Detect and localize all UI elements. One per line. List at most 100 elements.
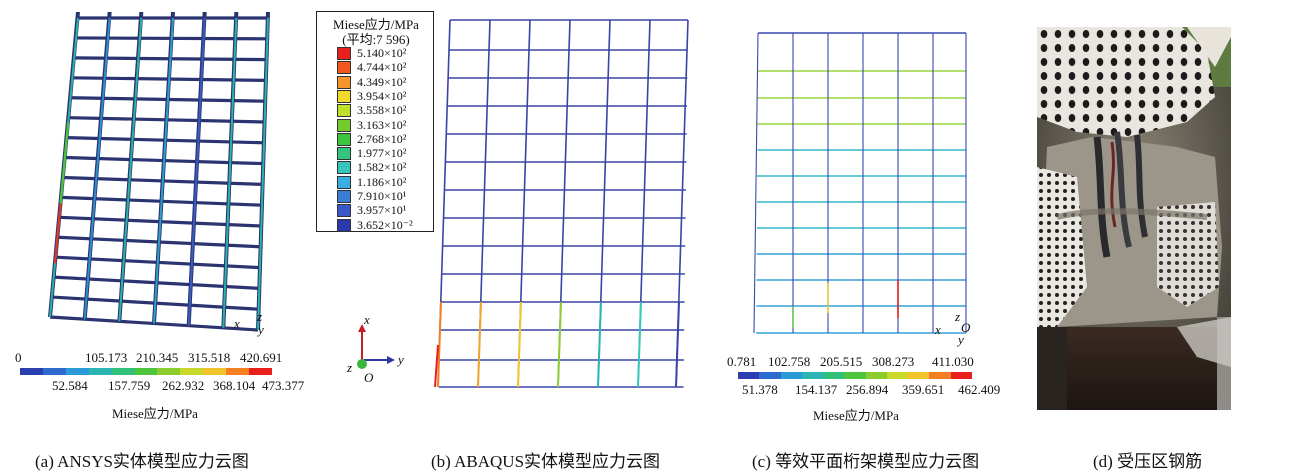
legend-b-value: 1.977×10² — [357, 146, 407, 161]
legend-b-value: 3.957×10¹ — [357, 203, 407, 218]
colorbar-c-label-9: 462.409 — [958, 382, 1001, 397]
grid-b-vbar-stress — [637, 301, 642, 388]
axis-a-z-label: z — [257, 309, 263, 324]
cbar-a-segment — [65, 368, 89, 375]
colorbar-a-label-8: 368.104 — [213, 378, 256, 393]
cbar-a-segment — [20, 368, 43, 375]
cbar-a-segment — [203, 368, 227, 375]
grid-b-vbar-stress — [477, 301, 482, 388]
legend-b-subtitle: (平均:7 596) — [342, 32, 410, 47]
grid-b-stress-red — [434, 344, 439, 388]
colorbar-c-label-8: 359.651 — [902, 382, 945, 397]
colorbar-c-title: Miese应力/MPa — [813, 408, 899, 423]
axis-b-o-label: O — [364, 370, 374, 385]
legend-b-swatch — [337, 204, 351, 218]
legend-b-value: 3.558×10² — [357, 103, 407, 118]
grid-b-vbar-stress — [597, 301, 602, 388]
cbar-c-segment — [780, 372, 802, 379]
cbar-c-segment — [823, 372, 845, 379]
legend-b-value: 7.910×10¹ — [357, 189, 407, 203]
grid-a-vbar-stress — [118, 17, 143, 322]
cbar-c-segment — [886, 372, 909, 379]
cbar-c-segment — [844, 372, 866, 379]
legend-b-value: 1.186×10² — [357, 174, 407, 189]
axis-a-x-label: x — [234, 316, 240, 331]
legend-b-swatch — [337, 161, 351, 175]
truss-stress-grid — [753, 32, 967, 334]
axis-b-x-label: x — [364, 312, 370, 327]
legend-b-value: 3.652×10⁻² — [357, 217, 413, 232]
grid-a-vbar-stress — [153, 17, 174, 324]
cbar-c-segment — [950, 372, 972, 379]
legend-b-value: 4.744×10² — [357, 60, 407, 75]
colorbar-a — [20, 368, 272, 375]
grid-a-vbar-stress — [187, 17, 206, 326]
colorbar-c-label-0: 0.781 — [727, 354, 757, 369]
legend-b-swatch — [337, 132, 351, 146]
legend-b-value: 5.140×10² — [357, 46, 407, 60]
grid-a-vbar-stress — [222, 17, 238, 328]
legend-b-swatch — [337, 118, 351, 132]
cbar-c-segment — [801, 372, 824, 379]
axis-b-z-label: z — [347, 360, 353, 375]
legend-b-swatch — [337, 47, 351, 60]
colorbar-a-label-0: 0 — [15, 350, 22, 365]
colorbar-a-label-5: 52.584 — [52, 378, 88, 393]
legend-b-swatch — [337, 75, 351, 89]
cbar-a-segment — [180, 368, 204, 375]
colorbar-a-label-2: 210.345 — [136, 350, 179, 365]
legend-b-value: 4.349×10² — [357, 74, 407, 89]
colorbar-c-label-1: 102.758 — [768, 354, 811, 369]
colorbar-c-label-3: 308.273 — [872, 354, 915, 369]
colorbar-c-label-6: 154.137 — [795, 382, 838, 397]
legend-b-swatch — [337, 89, 351, 103]
legend-b-value: 2.768×10² — [357, 131, 407, 146]
legend-b-swatch — [337, 190, 351, 203]
legend-b-swatch — [337, 175, 351, 189]
grid-b-vbar-stress — [437, 301, 442, 388]
axis-a-y-label: y — [258, 322, 264, 337]
grid-b-vbar-stress — [557, 301, 562, 388]
cbar-a-segment — [111, 368, 135, 375]
caption-a: (a) ANSYS实体模型应力云图 — [35, 452, 249, 471]
cbar-a-segment — [249, 368, 272, 375]
legend-b-title: Miese应力/MPa — [333, 17, 419, 32]
cbar-a-segment — [226, 368, 250, 375]
caption-d: (d) 受压区钢筋 — [1093, 452, 1203, 471]
legend-b-value: 1.582×10² — [357, 160, 407, 175]
colorbar-a-label-3: 315.518 — [188, 350, 231, 365]
colorbar-c — [738, 372, 972, 379]
colorbar-c-label-7: 256.894 — [846, 382, 889, 397]
colorbar-a-label-9: 473.377 — [262, 378, 305, 393]
cbar-c-segment — [908, 372, 930, 379]
grid-a-vbar-stress — [83, 17, 111, 320]
axis-b-y-label: y — [398, 352, 404, 367]
axis-c-x-label: x — [935, 322, 941, 337]
grid-a-lines — [48, 12, 270, 332]
grid-b-vbar-stress — [517, 301, 522, 388]
cbar-a-segment — [42, 368, 66, 375]
cbar-a-segment — [134, 368, 158, 375]
grid-a-vbar-stress — [257, 17, 269, 331]
grid-b-vbar-stress — [675, 301, 680, 388]
ansys-stress-grid — [48, 12, 270, 332]
grid-a-stress-red — [53, 203, 62, 264]
caption-b: (b) ABAQUS实体模型应力云图 — [431, 452, 661, 471]
colorbar-a-label-6: 157.759 — [108, 378, 151, 393]
axis-c-z-label: z — [955, 309, 961, 324]
rebar-photo-illustration — [1037, 27, 1231, 410]
cbar-a-segment — [157, 368, 181, 375]
colorbar-a-label-7: 262.932 — [162, 378, 205, 393]
grid-a-stress-green — [59, 122, 70, 204]
rebar-photo — [1037, 27, 1231, 410]
axis-c-y-label: y — [958, 332, 964, 347]
cbar-c-segment — [929, 372, 951, 379]
colorbar-c-label-4: 411.030 — [932, 354, 974, 369]
cbar-c-segment — [738, 372, 760, 379]
colorbar-a-title: Miese应力/MPa — [112, 406, 198, 421]
legend-b-swatch — [337, 147, 351, 161]
legend-b-value: 3.954×10² — [357, 88, 407, 103]
abaqus-stress-grid — [434, 19, 689, 388]
cbar-c-segment — [759, 372, 781, 379]
